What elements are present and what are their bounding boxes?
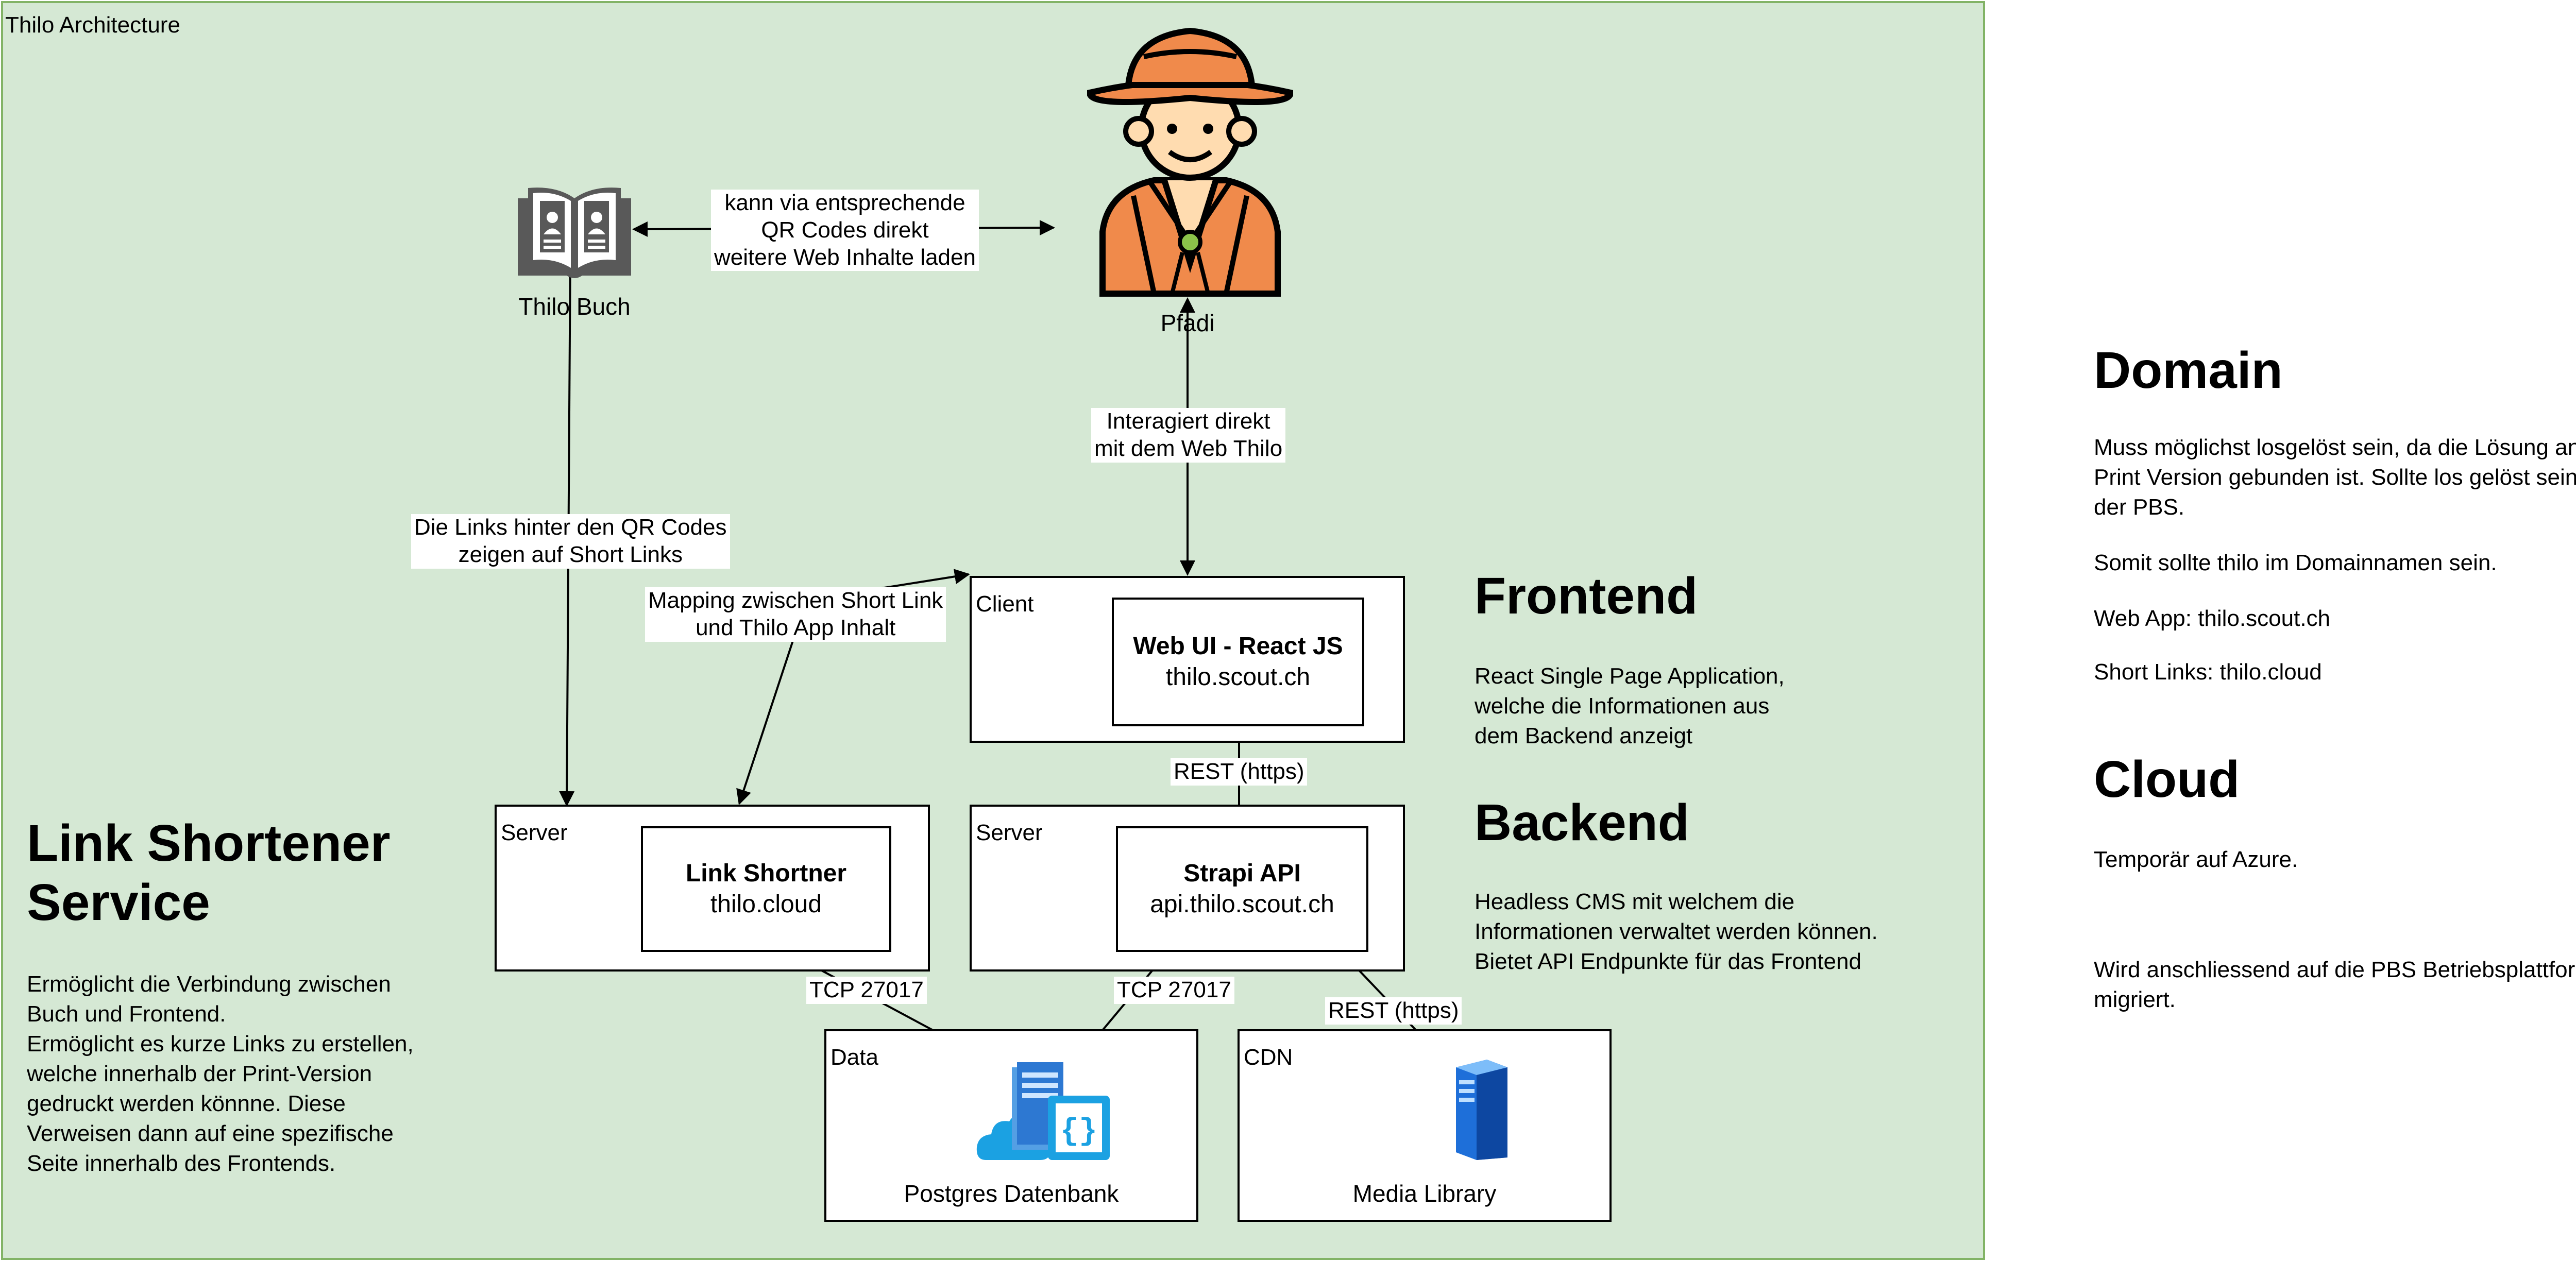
scout-person-icon — [1087, 27, 1293, 297]
data-label: Data — [831, 1045, 878, 1070]
svg-text:{}: {} — [1060, 1114, 1097, 1149]
cdn-label: CDN — [1244, 1045, 1293, 1070]
link-shortener-description: Ermöglicht die Verbindung zwischen Buch … — [27, 972, 414, 1177]
open-book-icon — [518, 188, 631, 278]
web-ui-node: Web UI - React JS thilo.scout.ch — [1112, 598, 1364, 726]
client-label: Client — [976, 591, 1034, 617]
cloud-database-icon: {} — [976, 1062, 1110, 1160]
web-ui-domain: thilo.scout.ch — [1165, 663, 1311, 691]
server-icon — [1456, 1060, 1507, 1160]
client-box: Client Web UI - React JS thilo.scout.ch — [970, 576, 1405, 743]
cloud-migration: Wird anschliessend auf die PBS Betriebsp… — [2094, 957, 2576, 1013]
strapi-api-node: Strapi API api.thilo.scout.ch — [1116, 826, 1368, 952]
cdn-box: CDN Media Library — [1238, 1029, 1612, 1222]
link-server-label: Server — [501, 820, 568, 845]
postgres-caption: Postgres Datenbank — [904, 1180, 1119, 1207]
thilo-buch-label: Thilo Buch — [518, 293, 631, 320]
edge-label-rest-cdn: REST (https) — [1325, 997, 1462, 1025]
container-title: Thilo Architecture — [5, 12, 180, 38]
frontend-heading: Frontend — [1475, 567, 1698, 625]
domain-note: Somit sollte thilo im Domainnamen sein. — [2094, 550, 2497, 575]
domain-web-app: Web App: thilo.scout.ch — [2094, 606, 2331, 631]
cloud-heading: Cloud — [2094, 751, 2240, 808]
domain-description: Muss möglichst losgelöst sein, da die Lö… — [2094, 435, 2576, 520]
strapi-api-domain: api.thilo.scout.ch — [1150, 891, 1334, 918]
link-server-box: Server Link Shortner thilo.cloud — [495, 805, 930, 972]
edge-label-tcp-api: TCP 27017 — [1114, 977, 1234, 1004]
link-shortener-heading: Link Shortener Service — [27, 814, 391, 931]
api-server-label: Server — [976, 820, 1043, 845]
pfadi-label: Pfadi — [1160, 310, 1215, 336]
api-server-box: Server Strapi API api.thilo.scout.ch — [970, 805, 1405, 972]
link-shortner-domain: thilo.cloud — [710, 891, 822, 918]
cloud-azure: Temporär auf Azure. — [2094, 847, 2298, 872]
data-box: Data {} Postgres Datenbank — [824, 1029, 1198, 1222]
frontend-description: React Single Page Application,welche die… — [1475, 663, 1785, 749]
domain-short-links: Short Links: thilo.cloud — [2094, 659, 2322, 685]
link-shortner-title: Link Shortner — [685, 860, 847, 887]
link-shortner-node: Link Shortner thilo.cloud — [641, 826, 891, 952]
edge-label-tcp-link: TCP 27017 — [806, 977, 927, 1004]
media-library-caption: Media Library — [1352, 1180, 1497, 1207]
web-ui-title: Web UI - React JS — [1133, 633, 1343, 660]
edge-label-rest-client: REST (https) — [1171, 758, 1308, 786]
strapi-api-title: Strapi API — [1183, 860, 1301, 887]
domain-heading: Domain — [2094, 342, 2283, 399]
backend-heading: Backend — [1475, 794, 1689, 851]
